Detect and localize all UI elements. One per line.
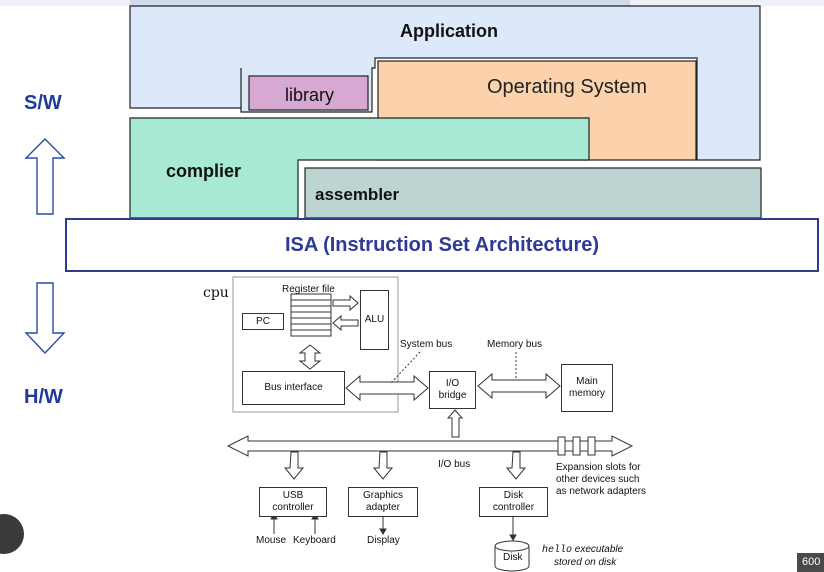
graphics-line2: adapter (366, 502, 400, 513)
disk-ctrl-line1: Disk (503, 490, 524, 501)
pc-label: PC (256, 315, 270, 327)
hello-line1: hello executable (542, 544, 623, 557)
main-memory-box: Main memory (561, 364, 613, 412)
isa-bar: ISA (Instruction Set Architecture) (65, 218, 819, 272)
graphics-arrow-icon (372, 451, 394, 480)
hw-label: H/W (24, 386, 63, 408)
io-bridge-line2: bridge (438, 390, 467, 401)
bus-interface-box: Bus interface (242, 371, 345, 405)
corner-badge: 600 (797, 553, 824, 572)
io-bridge-line1: I/O (445, 378, 460, 389)
reg-bus-arrow-icon (298, 344, 322, 370)
expansion-line1: Expansion slots for (556, 462, 641, 473)
library-label: library (285, 85, 335, 105)
library-layer (248, 75, 369, 111)
disk-arrow-icon (505, 451, 527, 480)
expansion-line2: other devices such (556, 474, 640, 485)
system-bus-label: System bus (400, 339, 453, 350)
isa-label: ISA (Instruction Set Architecture) (284, 233, 600, 256)
keyboard-label: Keyboard (293, 535, 336, 546)
usb-line2: controller (272, 502, 314, 513)
system-bus-leader (389, 351, 421, 385)
display-label: Display (367, 535, 400, 546)
register-file-label: Register file (282, 284, 335, 295)
expansion-slot (572, 436, 581, 456)
assembler-layer (304, 167, 762, 219)
disk-label: Disk (503, 552, 523, 563)
hello-note: hello executable stored on disk (542, 544, 623, 569)
main-memory-line2: memory (568, 388, 606, 399)
application-label: Application (400, 21, 498, 41)
main-memory-line1: Main (576, 376, 598, 387)
expansion-line3: as network adapters (556, 486, 647, 497)
pc-box: PC (242, 313, 284, 330)
memory-bus-label: Memory bus (487, 339, 543, 350)
mouse-label: Mouse (256, 535, 287, 546)
io-bus-arrow-icon (226, 435, 634, 457)
os-label: Operating System (487, 76, 648, 98)
expansion-slot (587, 436, 596, 456)
sw-label: S/W (24, 92, 62, 114)
alu-label: ALU (364, 314, 385, 325)
usb-line1: USB (282, 490, 304, 501)
compiler-label: complier (166, 161, 242, 181)
memory-bus-arrow-icon (477, 372, 561, 400)
reg-to-alu-arrow-icon (332, 294, 359, 312)
application-layer (129, 5, 761, 161)
top-strip-accent (130, 0, 630, 6)
stored-on-disk: stored on disk (554, 557, 617, 568)
bridge-bus-link (446, 409, 464, 438)
disk-ctrl-line2: controller (492, 502, 535, 513)
hello-mono: hello (542, 545, 573, 556)
usb-controller-box: USB controller (259, 487, 327, 517)
disk-cylinder-icon (494, 540, 530, 572)
graphics-adapter-box: Graphics adapter (348, 487, 418, 517)
usb-arrow-icon (283, 451, 305, 480)
io-bridge-box: I/O bridge (429, 371, 476, 409)
cpu-label: cpu (203, 285, 229, 301)
hello-rest: executable (572, 544, 624, 555)
alu-box: ALU (360, 290, 389, 350)
graphics-line1: Graphics (362, 490, 403, 501)
disk-controller-box: Disk controller (479, 487, 548, 517)
assembler-label: assembler (315, 185, 400, 204)
down-arrow-icon (24, 282, 66, 355)
io-bus-label: I/O bus (438, 459, 471, 470)
expansion-slot (557, 436, 566, 456)
alu-to-reg-arrow-icon (332, 314, 359, 332)
expansion-slots-label: Expansion slots for other devices such a… (556, 462, 646, 498)
system-bus-arrow-icon (345, 374, 429, 402)
up-arrow-icon (24, 138, 66, 215)
bus-interface-label: Bus interface (264, 382, 323, 393)
register-file-stack (290, 293, 332, 337)
